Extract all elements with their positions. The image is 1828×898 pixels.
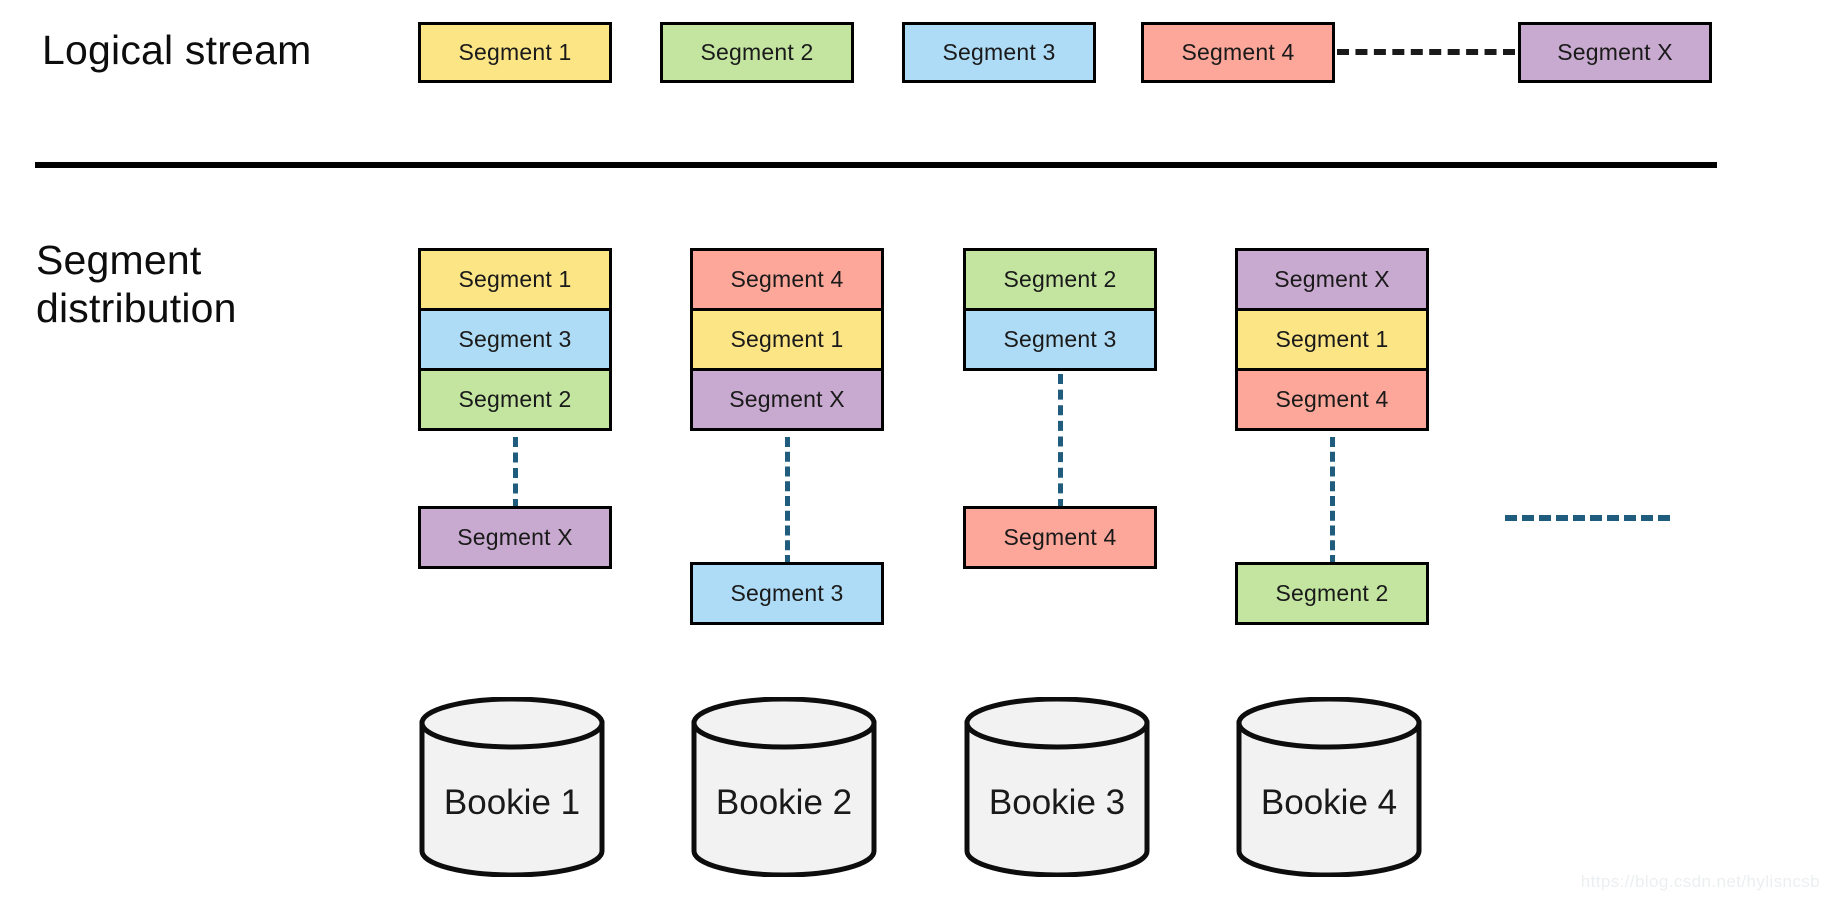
watermark: https://blog.csdn.net/hylisncsb bbox=[1580, 872, 1820, 891]
logical-segment-1-label: Segment 1 bbox=[458, 39, 572, 65]
logical-stream-label: Logical stream bbox=[42, 27, 312, 73]
segment-distribution-label: Segment distribution bbox=[36, 237, 237, 332]
bookie-2-segment-slot-2-label: Segment 1 bbox=[730, 326, 844, 352]
bookie-2-segment-slot-3-label: Segment X bbox=[729, 386, 845, 412]
logical-segment-x-label: Segment X bbox=[1557, 39, 1673, 65]
logical-segment-x: Segment X bbox=[1518, 22, 1712, 83]
cylinder-shape bbox=[964, 696, 1150, 878]
bookie-2-segment-slot-1: Segment 4 bbox=[690, 248, 884, 311]
bookie-1-segment-slot-2-label: Segment 3 bbox=[458, 326, 572, 352]
bookie-1-stack: Segment 1 Segment 3 Segment 2 bbox=[418, 248, 612, 431]
bookie-2-segment-slot-3: Segment X bbox=[690, 368, 884, 431]
bookie-3-stack: Segment 2 Segment 3 bbox=[963, 248, 1157, 371]
section-divider bbox=[35, 162, 1717, 168]
logical-segment-2-label: Segment 2 bbox=[700, 39, 814, 65]
bookie-4-segment-slot-2: Segment 1 bbox=[1235, 308, 1429, 371]
bookie-1-segment-slot-3: Segment 2 bbox=[418, 368, 612, 431]
bookie-4-cylinder: Bookie 4 bbox=[1235, 696, 1423, 878]
bookie-3-detached-segment-label: Segment 4 bbox=[1003, 524, 1117, 550]
logical-segment-3: Segment 3 bbox=[902, 22, 1096, 83]
bookie-1-segment-slot-2: Segment 3 bbox=[418, 308, 612, 371]
bookie-3-dash-connector bbox=[1058, 374, 1063, 509]
bookie-4-detached-segment: Segment 2 bbox=[1235, 562, 1429, 625]
bookie-4-segment-slot-1: Segment X bbox=[1235, 248, 1429, 311]
bookie-1-segment-slot-3-label: Segment 2 bbox=[458, 386, 572, 412]
segment-distribution-ellipsis-connector bbox=[1505, 515, 1670, 521]
bookie-3-segment-slot-2-label: Segment 3 bbox=[1003, 326, 1117, 352]
bookie-4-stack: Segment X Segment 1 Segment 4 bbox=[1235, 248, 1429, 431]
bookie-2-detached-segment: Segment 3 bbox=[690, 562, 884, 625]
logical-segment-1: Segment 1 bbox=[418, 22, 612, 83]
logical-segment-3-label: Segment 3 bbox=[942, 39, 1056, 65]
cylinder-shape bbox=[419, 696, 605, 878]
logical-segment-4-label: Segment 4 bbox=[1181, 39, 1295, 65]
bookie-2-cylinder: Bookie 2 bbox=[690, 696, 878, 878]
bookie-4-segment-slot-3-label: Segment 4 bbox=[1275, 386, 1389, 412]
bookie-2-segment-slot-2: Segment 1 bbox=[690, 308, 884, 371]
bookie-2-stack: Segment 4 Segment 1 Segment X bbox=[690, 248, 884, 431]
bookie-1-detached-segment: Segment X bbox=[418, 506, 612, 569]
bookie-3-segment-slot-1-label: Segment 2 bbox=[1003, 266, 1117, 292]
bookie-3-segment-slot-2: Segment 3 bbox=[963, 308, 1157, 371]
bookie-2-detached-segment-label: Segment 3 bbox=[730, 580, 844, 606]
bookie-4-dash-connector bbox=[1330, 437, 1335, 565]
cylinder-shape bbox=[691, 696, 877, 878]
bookie-4-segment-slot-2-label: Segment 1 bbox=[1275, 326, 1389, 352]
bookie-3-cylinder: Bookie 3 bbox=[963, 696, 1151, 878]
logical-segment-2: Segment 2 bbox=[660, 22, 854, 83]
bookie-4-segment-slot-1-label: Segment X bbox=[1274, 266, 1390, 292]
bookie-1-cylinder: Bookie 1 bbox=[418, 696, 606, 878]
bookie-1-dash-connector bbox=[513, 437, 518, 509]
bookie-2-dash-connector bbox=[785, 437, 790, 565]
bookie-4-segment-slot-3: Segment 4 bbox=[1235, 368, 1429, 431]
bookie-4-detached-segment-label: Segment 2 bbox=[1275, 580, 1389, 606]
cylinder-shape bbox=[1236, 696, 1422, 878]
bookie-1-detached-segment-label: Segment X bbox=[457, 524, 573, 550]
logical-segment-4: Segment 4 bbox=[1141, 22, 1335, 83]
bookie-1-segment-slot-1-label: Segment 1 bbox=[458, 266, 572, 292]
bookie-3-detached-segment: Segment 4 bbox=[963, 506, 1157, 569]
logical-stream-ellipsis-connector bbox=[1337, 49, 1515, 55]
bookie-3-segment-slot-1: Segment 2 bbox=[963, 248, 1157, 311]
bookie-2-segment-slot-1-label: Segment 4 bbox=[730, 266, 844, 292]
bookie-1-segment-slot-1: Segment 1 bbox=[418, 248, 612, 311]
